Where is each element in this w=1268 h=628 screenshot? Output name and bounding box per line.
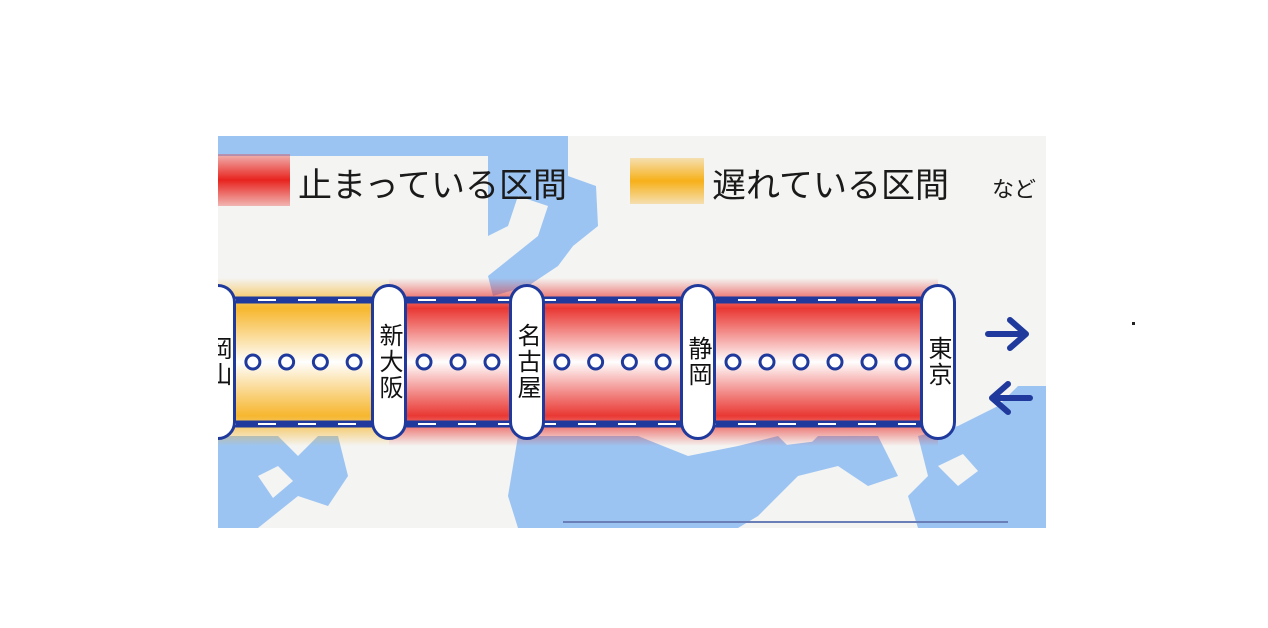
map-background [218, 136, 1046, 528]
stop-dot [553, 353, 571, 371]
station-nagoya: 名古屋 [509, 284, 545, 440]
stop-dot [860, 353, 878, 371]
legend-stopped-swatch [218, 154, 290, 206]
stop-dot [724, 353, 742, 371]
stop-dot [654, 353, 672, 371]
land-island-3 [808, 471, 853, 496]
sea-bay [488, 136, 598, 296]
sea-top-left [218, 136, 568, 156]
station-name: 岡山 [218, 336, 232, 388]
sea-bottom-center [508, 436, 898, 528]
land-island-2 [938, 454, 978, 486]
map-panel: 止まっている区間 遅れている区間 など 岡山 新大阪 名古屋 静岡 東京 [218, 136, 1046, 528]
legend-stopped-label: 止まっている区間 [298, 166, 567, 206]
stop-dot [449, 353, 467, 371]
station-tokyo: 東京 [920, 284, 956, 440]
station-name: 静岡 [684, 336, 712, 388]
stop-dot [483, 353, 501, 371]
arrow-right-icon [985, 317, 1029, 351]
arrow-left-icon [989, 381, 1033, 415]
stray-dot [1132, 322, 1135, 325]
stop-dot [244, 353, 262, 371]
station-name: 東京 [924, 336, 952, 388]
track-lines [218, 296, 938, 428]
legend-suffix: など [992, 178, 1037, 203]
stop-dot [894, 353, 912, 371]
sea-areas [218, 136, 1046, 528]
stop-dot [587, 353, 605, 371]
station-okayama: 岡山 [218, 284, 236, 440]
stop-dot [278, 353, 296, 371]
legend-delayed-label: 遅れている区間 [712, 166, 949, 206]
land-island-1 [258, 466, 293, 498]
station-name: 名古屋 [513, 323, 541, 401]
sea-island [958, 436, 998, 466]
stop-dot [758, 353, 776, 371]
stop-dots [244, 353, 912, 371]
station-shin-osaka: 新大阪 [371, 284, 407, 440]
stop-dot [311, 353, 329, 371]
legend-delayed-swatch [630, 158, 704, 204]
stop-dot [792, 353, 810, 371]
land-areas [258, 454, 978, 498]
station-shizuoka: 静岡 [680, 284, 716, 440]
stop-dot [826, 353, 844, 371]
stop-dot [620, 353, 638, 371]
station-name: 新大阪 [375, 323, 403, 401]
stop-dot [345, 353, 363, 371]
stop-dot [415, 353, 433, 371]
